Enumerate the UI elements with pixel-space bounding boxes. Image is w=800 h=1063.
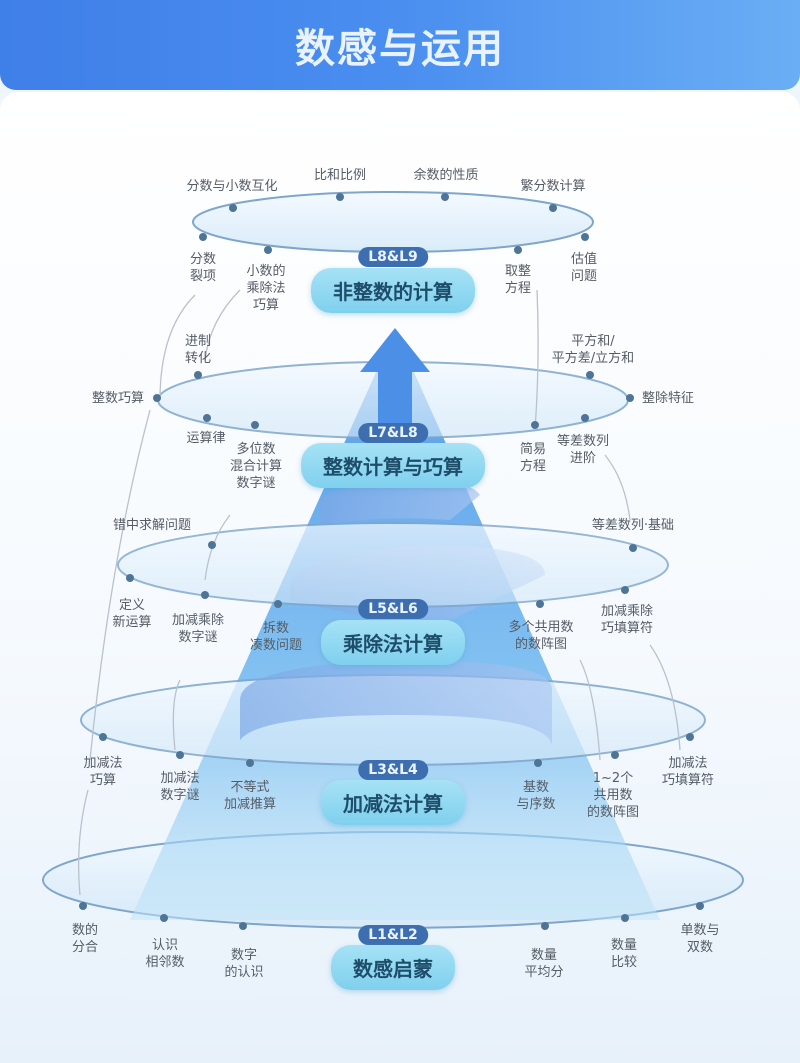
topic-label: 分数裂项 bbox=[189, 252, 217, 284]
topic-label: 取整方程 bbox=[504, 264, 532, 296]
spiral-ribbon bbox=[240, 660, 553, 745]
topic-label: 等差数列·基础 bbox=[591, 518, 675, 533]
topic-label: 错中求解问题 bbox=[112, 518, 192, 533]
topic-label: 加减乘除数字谜 bbox=[171, 613, 225, 645]
topic-label: 拆数凑数问题 bbox=[249, 621, 303, 653]
topic-label: 余数的性质 bbox=[413, 168, 479, 183]
topic-label: 多个共用数的数阵图 bbox=[508, 620, 574, 652]
level-badge: L1&L2 bbox=[358, 925, 428, 945]
topic-label: 加减法巧算 bbox=[83, 756, 123, 788]
topic-label: 多位数混合计算数字谜 bbox=[229, 442, 283, 491]
topic-label: 数的分合 bbox=[71, 923, 99, 955]
topic-label: 分数与小数互化 bbox=[186, 179, 278, 194]
topic-label: 数量比较 bbox=[610, 938, 638, 970]
arrow-up-icon bbox=[360, 328, 430, 460]
topic-label: 加减乘除巧填算符 bbox=[600, 604, 654, 636]
level-badge: L5&L6 bbox=[358, 599, 428, 619]
topic-label: 进制转化 bbox=[184, 334, 212, 366]
spiral-ribbon bbox=[320, 480, 480, 525]
topic-label: 基数与序数 bbox=[516, 780, 556, 812]
topic-label: 小数的乘除法巧算 bbox=[246, 264, 286, 313]
topic-label: 数字的认识 bbox=[224, 948, 264, 980]
level-badge: L7&L8 bbox=[358, 423, 428, 443]
topic-label: 平方和/平方差/立方和 bbox=[551, 334, 635, 366]
header-banner: 数感与运用 bbox=[0, 0, 800, 90]
topic-label: 不等式加减推算 bbox=[223, 780, 277, 812]
level-badge: L8&L9 bbox=[358, 247, 428, 267]
page-title: 数感与运用 bbox=[295, 26, 505, 72]
level-disc-l8 bbox=[192, 191, 594, 253]
level-disc-l5 bbox=[117, 522, 669, 608]
topic-label: 估值问题 bbox=[570, 252, 598, 284]
topic-label: 繁分数计算 bbox=[520, 179, 586, 194]
topic-label: 整数巧算 bbox=[91, 391, 145, 406]
topic-label: 整除特征 bbox=[641, 391, 695, 406]
level-title: 加减法计算 bbox=[321, 780, 465, 825]
topic-label: 认识相邻数 bbox=[145, 938, 185, 970]
topic-label: 数量平均分 bbox=[524, 948, 564, 980]
topic-label: 定义新运算 bbox=[112, 598, 152, 630]
topic-label: 加减法数字谜 bbox=[160, 771, 200, 803]
level-title: 数感启蒙 bbox=[331, 945, 455, 990]
topic-label: 简易方程 bbox=[519, 442, 547, 474]
topic-label: 加减法巧填算符 bbox=[661, 756, 715, 788]
level-title: 乘除法计算 bbox=[321, 620, 465, 665]
level-badge: L3&L4 bbox=[358, 760, 428, 780]
topic-label: 等差数列进阶 bbox=[556, 434, 610, 466]
level-title: 非整数的计算 bbox=[311, 268, 475, 313]
level-title: 整数计算与巧算 bbox=[301, 443, 485, 488]
topic-label: 运算律 bbox=[186, 431, 226, 446]
topic-label: 1~2个共用数的数阵图 bbox=[586, 771, 640, 820]
topic-label: 比和比例 bbox=[313, 168, 367, 183]
topic-label: 单数与双数 bbox=[680, 923, 720, 955]
